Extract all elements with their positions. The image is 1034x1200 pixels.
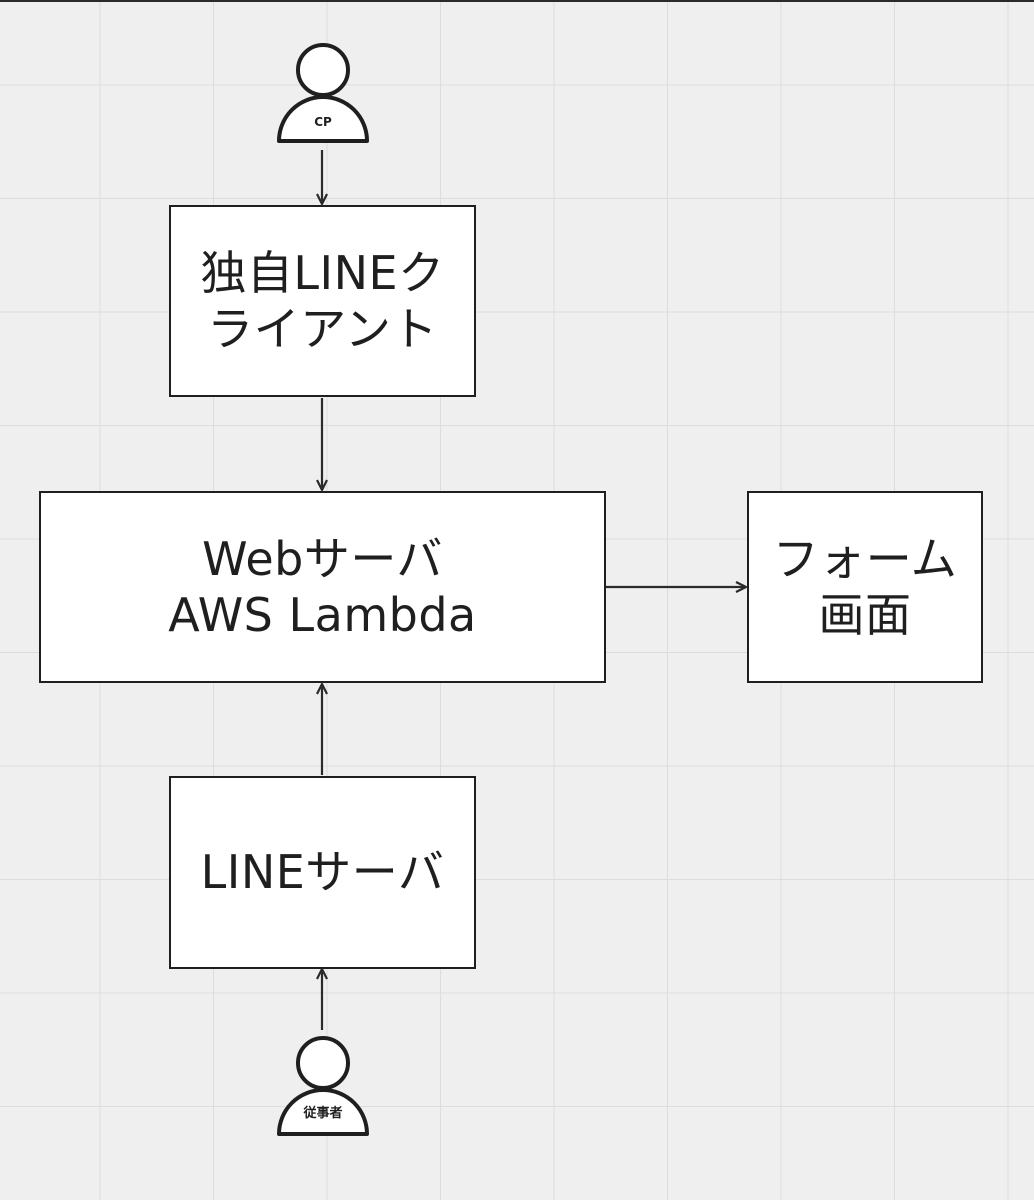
actor-worker-label: 従事者 [303,1106,343,1121]
actor-cp-label: CP [314,115,332,129]
node-web-server[interactable]: Webサーバ AWS Lambda [39,491,606,683]
actor-cp[interactable]: CP [276,42,370,144]
node-line-server-label: LINEサーバ [200,845,445,900]
node-line-client[interactable]: 独自LINEク ライアント [169,205,476,397]
person-icon [277,43,369,143]
actor-worker[interactable]: 従事者 [276,1035,370,1137]
person-icon [277,1036,369,1136]
node-line-server[interactable]: LINEサーバ [169,776,476,969]
node-line-client-label: 独自LINEク ライアント [200,245,445,356]
node-form-screen-label: フォーム 画面 [772,531,958,642]
top-border [0,0,1034,2]
node-web-server-label: Webサーバ AWS Lambda [168,531,477,642]
node-form-screen[interactable]: フォーム 画面 [747,491,983,683]
